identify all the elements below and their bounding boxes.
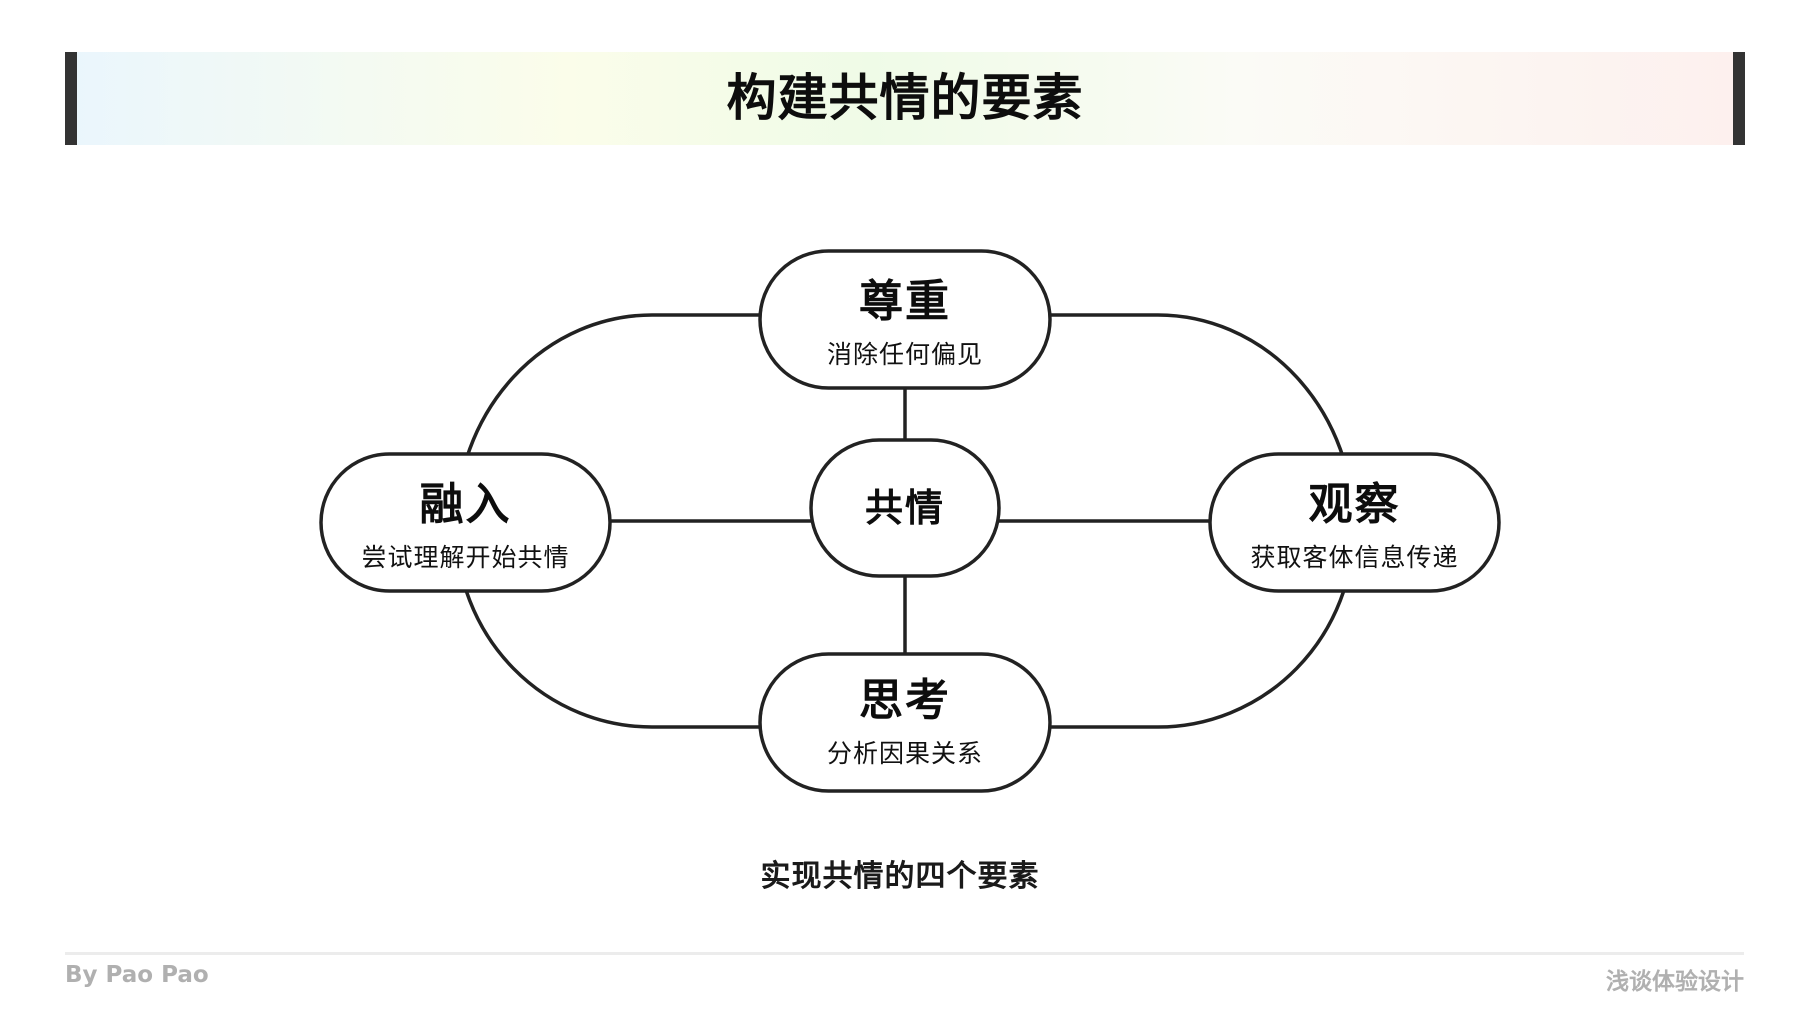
footer-divider xyxy=(65,952,1744,955)
node-integrate-desc: 尝试理解开始共情 xyxy=(361,543,570,572)
node-bottom-shape xyxy=(758,652,1052,793)
node-think-desc: 分析因果关系 xyxy=(826,739,983,768)
node-integrate: 融入 尝试理解开始共情 xyxy=(321,468,610,574)
node-left-shape xyxy=(319,452,612,593)
node-top-shape xyxy=(758,249,1052,390)
node-think: 思考 分析因果关系 xyxy=(760,664,1050,770)
node-respect: 尊重 消除任何偏见 xyxy=(760,265,1050,371)
page-title: 构建共情的要素 xyxy=(726,69,1084,127)
node-integrate-title: 融入 xyxy=(419,479,512,530)
node-observe-title: 观察 xyxy=(1308,479,1401,530)
node-observe-desc: 获取客体信息传递 xyxy=(1250,543,1459,572)
center-node-shape xyxy=(809,438,1001,578)
banner-left-bar xyxy=(65,52,77,145)
footer-brand: 浅谈体验设计 xyxy=(1606,969,1744,995)
node-respect-desc: 消除任何偏见 xyxy=(826,340,983,369)
diagram-caption: 实现共情的四个要素 xyxy=(760,859,1040,894)
center-node-label: 共情 xyxy=(864,486,945,530)
node-observe: 观察 获取客体信息传递 xyxy=(1210,468,1499,574)
node-think-title: 思考 xyxy=(859,675,951,726)
node-respect-title: 尊重 xyxy=(859,276,951,327)
footer-author: By Pao Pao xyxy=(65,962,209,988)
title-banner xyxy=(65,52,1744,145)
node-right-shape xyxy=(1208,452,1501,593)
banner-right-bar xyxy=(1733,52,1745,145)
